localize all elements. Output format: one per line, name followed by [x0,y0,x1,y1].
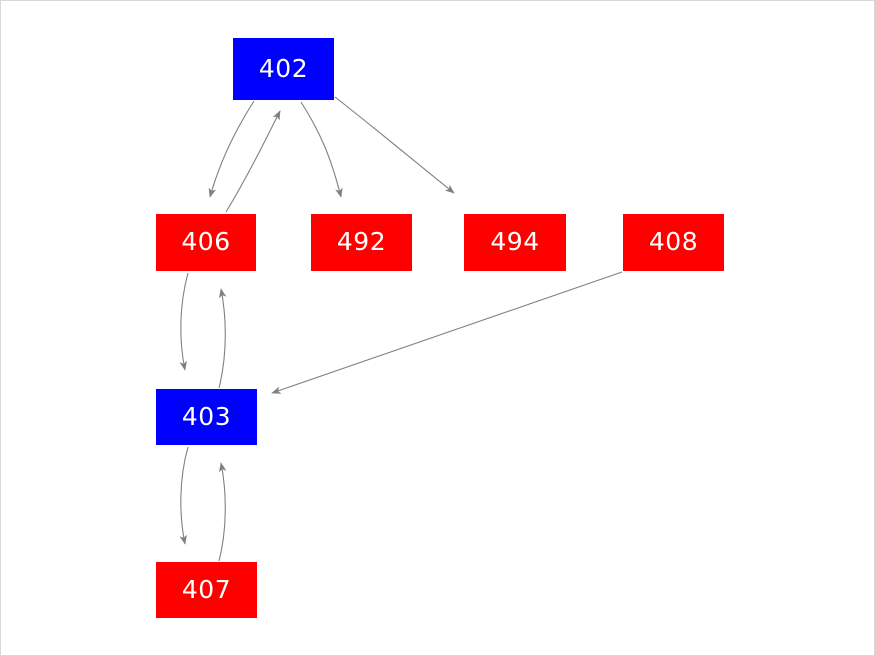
edge-402-406 [208,100,255,198]
edge-403-406 [218,288,227,389]
edge-403-407 [179,446,189,545]
node-label: 403 [181,401,232,431]
graph-node-492[interactable]: 492 [311,214,412,271]
graph-node-402[interactable]: 402 [233,38,334,100]
graph-node-407[interactable]: 407 [156,562,257,618]
node-label: 408 [648,227,699,256]
edge-408-403 [271,271,623,394]
edge-406-403 [179,272,189,371]
edge-407-403 [218,462,227,562]
graph-node-408[interactable]: 408 [623,214,724,271]
graph-node-406[interactable]: 406 [156,214,256,271]
edge-402-492 [300,101,343,198]
graph-node-494[interactable]: 494 [464,214,566,271]
node-label: 406 [181,227,231,256]
node-label: 494 [490,227,540,256]
node-label: 407 [181,574,232,604]
node-label: 492 [336,227,387,256]
graph-node-403[interactable]: 403 [156,389,257,445]
edge-402-494 [334,96,455,194]
edge-406-402 [225,110,281,213]
node-label: 402 [258,53,309,83]
